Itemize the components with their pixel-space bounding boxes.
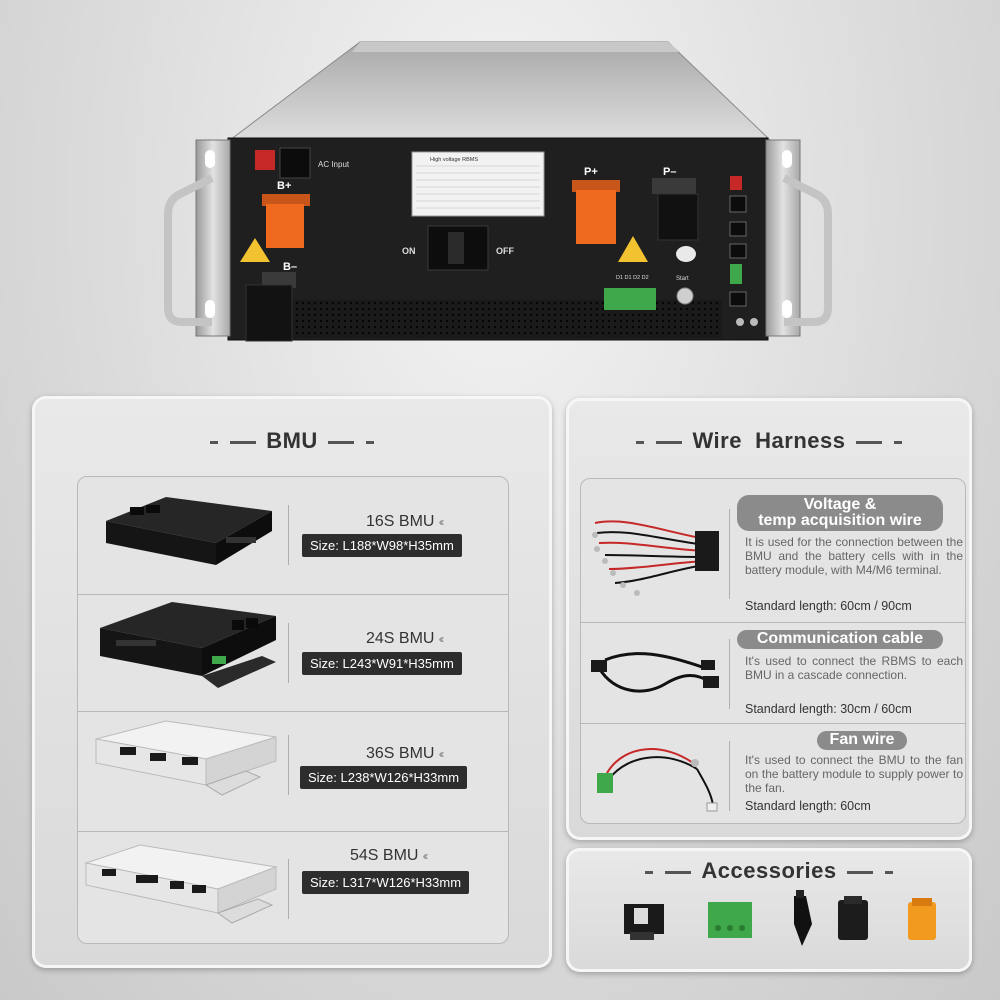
bmu-title: BMU — [32, 428, 552, 454]
b-minus-label: B– — [283, 261, 297, 273]
wire-item-title: Voltage &temp acquisition wire — [737, 495, 943, 531]
bmu-list-card: 16S BMU‹‹‹ Size: L188*W98*H35mm 24S BMU‹… — [77, 476, 509, 944]
black-plug-icon — [794, 890, 812, 946]
off-label: OFF — [496, 246, 514, 256]
bmu-size: Size: L238*W126*H33mm — [300, 766, 468, 789]
p-minus-label: P– — [663, 166, 676, 178]
list-item: Communication cable It's used to connect… — [581, 622, 965, 723]
ac-input-label: AC Input — [318, 160, 350, 169]
list-item: 36S BMU‹‹‹ Size: L238*W126*H33mm — [78, 711, 508, 831]
bmu-size: Size: L243*W91*H35mm — [302, 652, 462, 675]
dio-label: D1 D1 D2 D2 — [616, 275, 649, 281]
communication-cable-image — [591, 652, 719, 693]
battery-unit-image: AC Input B+ B– High voltage RBMS ON OFF … — [164, 41, 832, 342]
start-label: Start — [676, 276, 689, 282]
p-plus-label: P+ — [584, 166, 598, 178]
wire-harness-panel: Wire Harness Voltage &temp acquisition w… — [566, 398, 972, 840]
wire-item-title: Fan wire — [817, 731, 907, 750]
wire-item-description: It's used to connect the RBMS to each BM… — [745, 654, 963, 682]
voltage-temp-wire-image — [592, 520, 719, 596]
wire-item-description: It is used for the connection between th… — [745, 535, 963, 577]
list-item: 54S BMU‹‹‹ Size: L317*W126*H33mm — [78, 831, 508, 943]
wire-item-standard-length: Standard length: 60cm — [745, 799, 871, 813]
wire-item-title: Communication cable — [737, 630, 943, 649]
on-label: ON — [402, 246, 416, 256]
list-item: Voltage &temp acquisition wire It is use… — [581, 479, 965, 622]
bmu-16s-image — [106, 497, 272, 565]
orange-cover-icon — [908, 898, 936, 940]
wire-harness-title: Wire Harness — [566, 428, 972, 454]
bmu-54s-image — [84, 844, 278, 924]
list-item: 16S BMU‹‹‹ Size: L188*W98*H35mm — [78, 477, 508, 594]
wire-item-standard-length: Standard length: 30cm / 60cm — [745, 702, 912, 716]
accessories-panel: Accessories — [566, 848, 972, 972]
b-plus-label: B+ — [277, 180, 291, 192]
bmu-panel: BMU 16S BMU‹‹‹ Size: L188*W98*H35mm — [32, 396, 552, 968]
bmu-name: 24S BMU‹‹‹ — [366, 630, 444, 647]
bmu-24s-image — [100, 602, 276, 688]
bmu-size: Size: L317*W126*H33mm — [302, 871, 470, 894]
nameplate-title: High voltage RBMS — [430, 157, 478, 163]
wire-item-description: It's used to connect the BMU to the fan … — [745, 753, 963, 795]
wire-item-standard-length: Standard length: 60cm / 90cm — [745, 599, 912, 613]
fan-wire-image — [597, 748, 718, 812]
bmu-36s-image — [95, 720, 277, 796]
green-terminal-block-icon — [708, 902, 752, 938]
accessories-title: Accessories — [566, 858, 972, 884]
bmu-name: 36S BMU‹‹‹ — [366, 745, 444, 762]
wire-list-card: Voltage &temp acquisition wire It is use… — [580, 478, 966, 824]
bmu-name: 16S BMU‹‹‹ — [366, 513, 444, 530]
black-cover-icon — [838, 896, 868, 940]
accessories-images — [624, 890, 936, 946]
list-item: Fan wire It's used to connect the BMU to… — [581, 723, 965, 823]
bmu-name: 54S BMU‹‹‹ — [350, 847, 428, 864]
connector-housing-icon — [624, 904, 664, 940]
bmu-size: Size: L188*W98*H35mm — [302, 534, 462, 557]
list-item: 24S BMU‹‹‹ Size: L243*W91*H35mm — [78, 594, 508, 711]
